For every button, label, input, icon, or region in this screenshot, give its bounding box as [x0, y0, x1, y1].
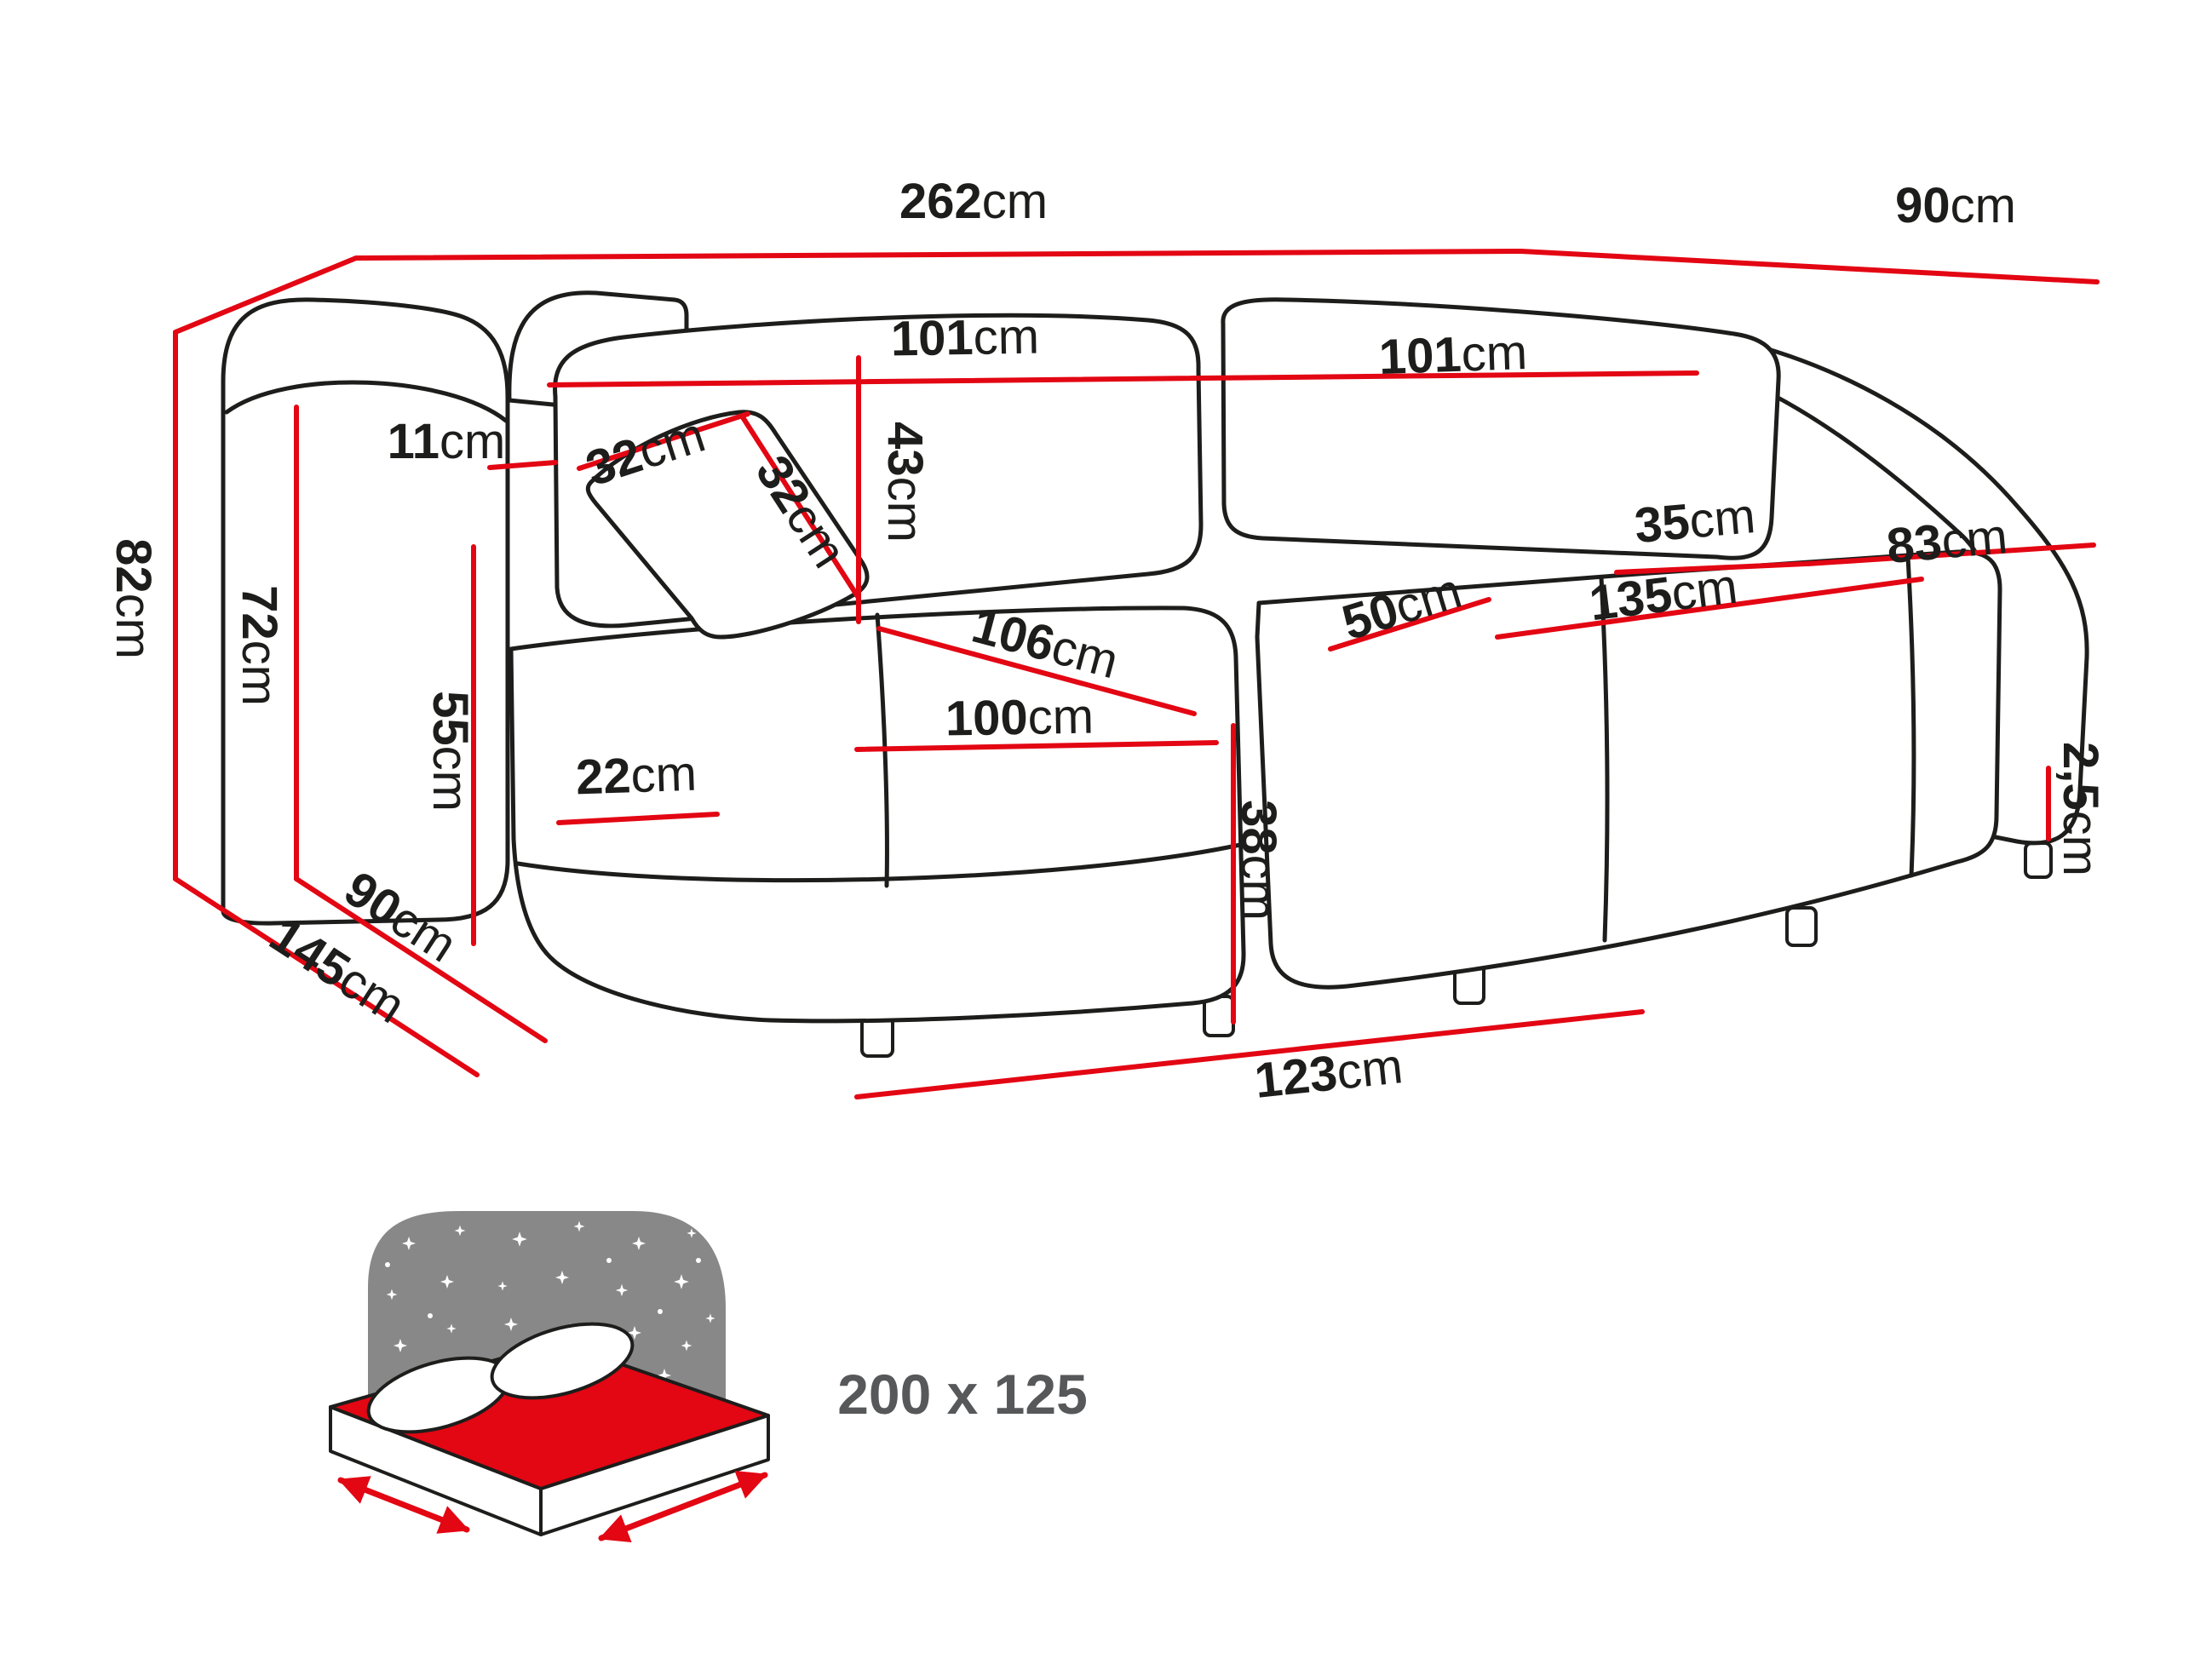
dim-back-cushion-35: 35cm	[1632, 487, 1758, 554]
dim-line-90b	[294, 876, 548, 1043]
dim-backrest-height: 43cm	[877, 422, 933, 542]
sofa-seat-seam	[1599, 575, 1610, 943]
dim-chaise-width-100: 100cm	[945, 688, 1095, 747]
sofa-chaise	[508, 606, 1246, 1024]
dimension-lines	[173, 248, 2100, 1099]
dim-top-depth: 90cm	[1895, 178, 2016, 233]
dim-armrest-width: 22cm	[574, 745, 698, 806]
sofa-seat-right	[1255, 549, 2002, 990]
sofa-legs	[583, 841, 2053, 1058]
dim-line-100	[854, 740, 1219, 752]
sleeping-area-size: 200 x 125	[837, 1363, 1088, 1426]
dim-side-top-83: 83cm	[1884, 508, 2010, 575]
bed-icon-pillows	[366, 1322, 635, 1434]
dim-seat-back-height: 72cm	[232, 585, 287, 706]
dim-overall-height: 82cm	[106, 538, 161, 659]
sofa-seat-seam	[1905, 554, 1916, 878]
sofa-backrest-cushion-right	[1221, 297, 1781, 560]
dim-line-top-box	[173, 248, 2100, 335]
dim-line-11	[487, 460, 558, 470]
dim-line-145	[173, 876, 480, 1077]
dim-leg-height-2-5: 2,5cm	[2053, 742, 2108, 876]
dim-seat-height-38: 38cm	[1231, 800, 1286, 921]
dim-line-50	[1328, 597, 1491, 652]
sofa-leg	[2024, 841, 2053, 879]
dim-line-35	[1614, 561, 1808, 575]
dim-line-106	[876, 626, 1197, 716]
sofa-illustration	[221, 290, 2089, 1058]
dim-line-101	[547, 370, 1699, 387]
sofa-leg	[1785, 906, 1818, 947]
dim-line-83	[1805, 542, 2096, 566]
dim-armrest-height: 55cm	[422, 691, 478, 812]
sofa-chaise-crease	[515, 842, 1243, 883]
bed-icon-arrows	[337, 1470, 768, 1543]
sleeping-area-icon	[329, 1211, 770, 1543]
dim-line-22	[556, 812, 720, 825]
dim-backrest-cushion-left: 101cm	[890, 308, 1040, 367]
dim-backrest-cushion-right: 101cm	[1377, 324, 1529, 386]
dim-line-123	[854, 1009, 1645, 1099]
sofa-chaise-seam	[875, 612, 889, 888]
dim-overall-width: 262cm	[899, 174, 1049, 229]
dim-armrest-top-width: 11cm	[387, 414, 506, 469]
sofa-armrest-contour	[224, 380, 508, 423]
bed-icon-stars	[385, 1220, 715, 1404]
dim-line-135	[1495, 577, 1924, 640]
dim-line-32a	[577, 411, 750, 471]
dim-line-32b	[740, 415, 861, 600]
